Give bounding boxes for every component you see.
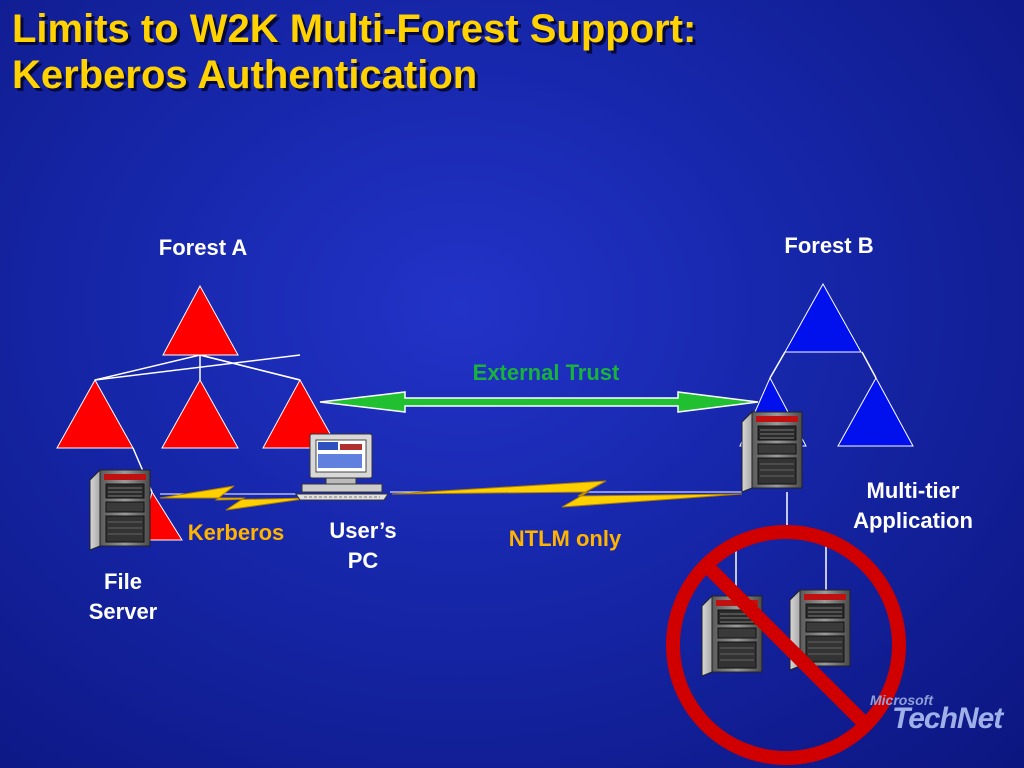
server-icon: [741, 411, 803, 493]
forest-a-root-domain: [162, 284, 239, 356]
forest-a-label: Forest A: [158, 235, 248, 260]
ntlm-only-label: NTLM only: [508, 526, 622, 551]
multitier-label-line-2: Application: [853, 508, 973, 533]
external-trust-label: External Trust: [472, 360, 620, 385]
computer-icon: [295, 433, 389, 501]
forest-b-label: Forest B: [784, 233, 874, 258]
technet-logo: Microsoft TechNet: [862, 688, 1012, 758]
users-pc-label-line-1: User’s: [329, 518, 397, 543]
slide-title: Limits to W2K Multi-Forest Support: Kerb…: [12, 6, 696, 98]
prohibit-icon: [666, 525, 906, 765]
forest-b-root-domain: [784, 282, 862, 353]
logo-technet-text: TechNet: [892, 702, 1003, 735]
lightning-bolt-icon: [159, 485, 311, 511]
forest-a-child-domain: [262, 378, 339, 449]
lightning-bolt-icon: [391, 480, 743, 508]
forest-a-tree: [56, 284, 339, 541]
title-line-1: Limits to W2K Multi-Forest Support:: [12, 7, 697, 51]
double-arrow-icon: [319, 391, 759, 413]
multitier-application-label: Multi-tier Application: [838, 476, 988, 536]
server-icon: [89, 469, 151, 551]
file-server-label: File Server: [66, 567, 180, 627]
kerberos-label: Kerberos: [187, 520, 285, 545]
title-line-2: Kerberos Authentication: [12, 53, 478, 97]
multitier-label-line-1: Multi-tier: [866, 478, 960, 503]
logo-microsoft-text: Microsoft: [870, 692, 933, 708]
forest-b-child-domain: [837, 376, 914, 447]
forest-a-child-domain: [161, 378, 239, 449]
users-pc-label: User’s PC: [306, 516, 420, 576]
forest-a-child-domain: [56, 378, 134, 449]
users-pc-label-line-2: PC: [347, 548, 379, 573]
file-server-label-line-1: File: [104, 569, 142, 594]
file-server-label-line-2: Server: [88, 599, 158, 624]
